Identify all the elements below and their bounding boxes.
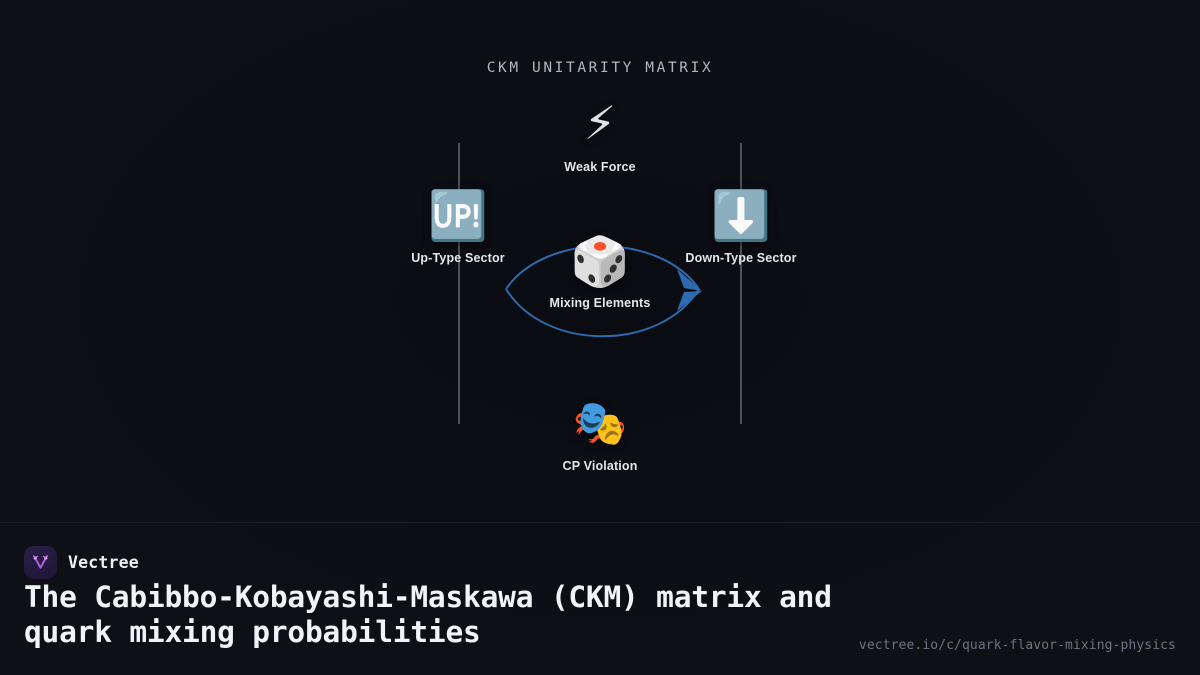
diagram-title: CKM UNITARITY MATRIX xyxy=(486,60,714,76)
diagram-node-up-type-sector[interactable]: 🆙 Up-Type Sector xyxy=(358,192,558,265)
brand[interactable]: Vectree xyxy=(24,546,139,579)
performing-arts-icon: 🎭 xyxy=(572,398,628,449)
high-voltage-icon: ⚡ xyxy=(583,96,617,150)
diagram-node-cp-violation[interactable]: 🎭 CP Violation xyxy=(500,398,700,474)
vectree-branch-logo-icon xyxy=(24,546,57,579)
diagram-node-label: CP Violation xyxy=(562,459,638,473)
diagram-node-label: Down-Type Sector xyxy=(685,251,797,265)
game-die-icon: 🎲 xyxy=(570,234,630,290)
diagram-node-label: Mixing Elements xyxy=(549,296,651,310)
footer-bar: Vectree The Cabibbo-Kobayashi-Maskawa (C… xyxy=(0,522,1200,675)
diagram-node-weak-force[interactable]: ⚡ Weak Force xyxy=(500,100,700,174)
axis-line-right xyxy=(740,143,742,424)
down-arrow-icon: ⬇️ xyxy=(711,188,771,244)
diagram-node-label: Weak Force xyxy=(564,160,636,174)
axis-line-left xyxy=(458,143,460,424)
brand-name: Vectree xyxy=(68,553,139,572)
diagram-node-label: Up-Type Sector xyxy=(411,251,505,265)
up-button-icon: 🆙 xyxy=(428,188,488,244)
diagram-node-mixing-elements[interactable]: 🎲 Mixing Elements xyxy=(500,238,700,310)
headline: The Cabibbo-Kobayashi-Maskawa (CKM) matr… xyxy=(24,580,832,649)
diagram-area: CKM UNITARITY MATRIX ⚡ Weak Force 🆙 Up-T… xyxy=(358,60,841,474)
diagram-node-down-type-sector[interactable]: ⬇️ Down-Type Sector xyxy=(641,192,841,265)
footer-url: vectree.io/c/quark-flavor-mixing-physics xyxy=(858,638,1176,653)
